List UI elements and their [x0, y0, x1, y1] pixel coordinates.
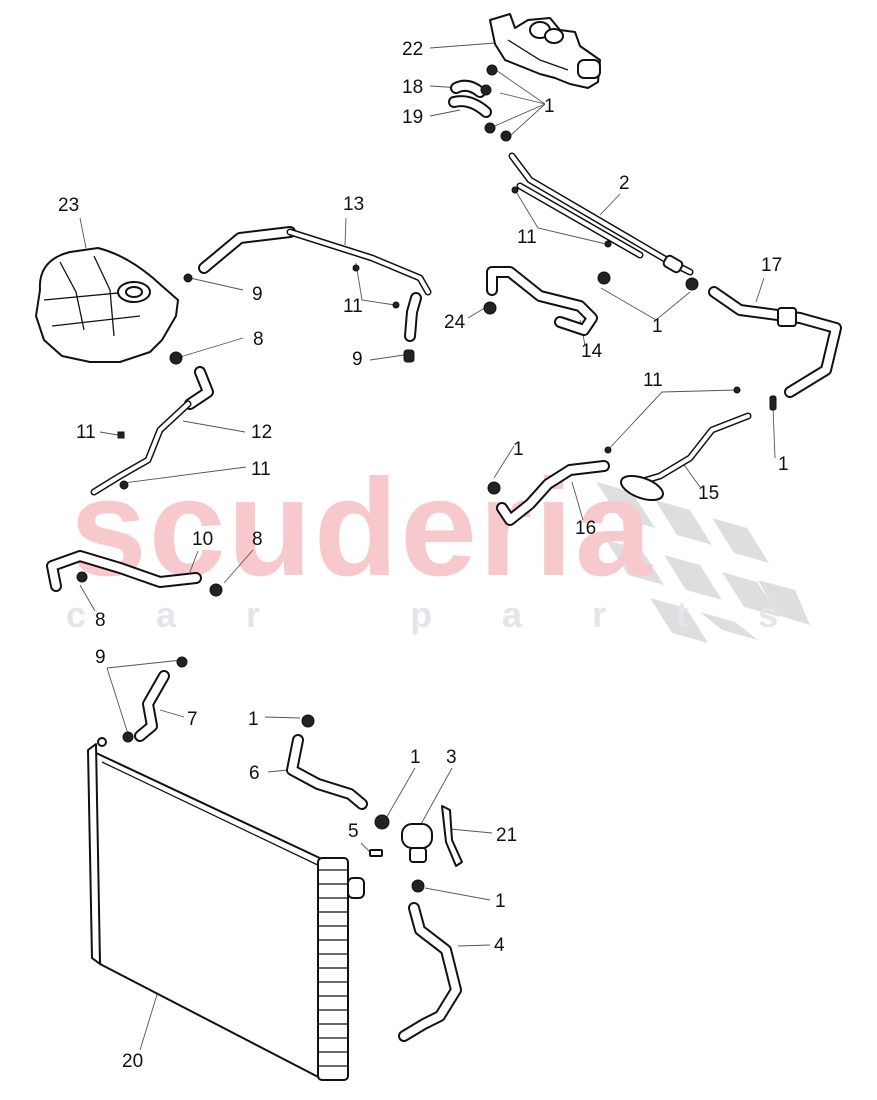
clamp-1-icon[interactable]: [480, 84, 492, 96]
part-7-hose[interactable]: [134, 670, 170, 742]
callout-1[interactable]: 1: [513, 439, 524, 460]
clamp-8-icon[interactable]: [76, 571, 88, 583]
nut-11-icon[interactable]: [604, 240, 612, 248]
part-23-expansion-tank[interactable]: [35, 247, 179, 363]
clamp-9-icon[interactable]: [122, 731, 134, 743]
leader-lines: [79, 41, 776, 1051]
nut-11-icon[interactable]: [392, 301, 400, 309]
callout-16[interactable]: 16: [575, 518, 596, 539]
callout-1[interactable]: 1: [410, 747, 421, 768]
part-2-coolant-pipe[interactable]: [508, 152, 694, 276]
part-13-vent-line[interactable]: [198, 226, 432, 342]
clamps-and-fasteners: [76, 64, 777, 893]
part-12-coolant-pipe[interactable]: [90, 366, 214, 496]
part-10-coolant-pipe[interactable]: [46, 550, 202, 592]
callout-24[interactable]: 24: [444, 312, 466, 333]
callout-10[interactable]: 10: [192, 529, 213, 550]
clamp-24-icon[interactable]: [483, 301, 497, 315]
part-18-hose[interactable]: [450, 79, 486, 98]
part-17-hose[interactable]: [708, 286, 842, 398]
part-4-hose[interactable]: [398, 902, 462, 1042]
part-19-hose[interactable]: [448, 95, 492, 118]
callout-23[interactable]: 23: [58, 195, 79, 216]
callout-7[interactable]: 7: [187, 709, 198, 730]
callout-13[interactable]: 13: [343, 194, 364, 215]
clamp-1-icon[interactable]: [685, 277, 699, 291]
callout-8[interactable]: 8: [252, 529, 263, 550]
clamp-1-icon[interactable]: [484, 122, 496, 134]
callout-5[interactable]: 5: [348, 821, 359, 842]
part-14-hose[interactable]: [486, 266, 598, 336]
callout-22[interactable]: 22: [402, 39, 423, 60]
nut-11-icon[interactable]: [604, 446, 612, 454]
callout-2[interactable]: 2: [619, 173, 630, 194]
callout-4[interactable]: 4: [494, 935, 505, 956]
part-15-coolant-pipe[interactable]: [618, 412, 752, 505]
callout-14[interactable]: 14: [581, 341, 603, 362]
nut-11-icon[interactable]: [352, 264, 360, 272]
callout-18[interactable]: 18: [402, 77, 423, 98]
clamp-1-icon[interactable]: [500, 130, 512, 142]
clamp-1-icon[interactable]: [374, 814, 390, 830]
callout-17[interactable]: 17: [761, 255, 782, 276]
part-16-hose[interactable]: [496, 460, 610, 526]
part-22-valve-housing[interactable]: [489, 13, 601, 89]
callout-1[interactable]: 1: [778, 454, 789, 475]
callout-9[interactable]: 9: [252, 284, 263, 305]
clamp-1-icon[interactable]: [486, 64, 498, 76]
callout-1[interactable]: 1: [544, 96, 555, 117]
callout-20[interactable]: 20: [122, 1051, 143, 1072]
clamp-1-icon[interactable]: [769, 395, 777, 411]
callout-11[interactable]: 11: [343, 296, 363, 317]
clamp-1-icon[interactable]: [301, 714, 315, 728]
clamp-8-icon[interactable]: [209, 583, 223, 597]
clamp-1-icon[interactable]: [597, 271, 611, 285]
nut-11-icon[interactable]: [733, 386, 741, 394]
callout-12[interactable]: 12: [251, 422, 272, 443]
callout-9[interactable]: 9: [95, 647, 106, 668]
clamp-8-icon[interactable]: [169, 351, 183, 365]
callout-labels: 22 18 19 1 2 23 13 11 17 9 11 24 1 14 8 …: [58, 39, 789, 1072]
clamp-9-icon[interactable]: [176, 656, 188, 668]
callout-1[interactable]: 1: [652, 316, 663, 337]
callout-3[interactable]: 3: [446, 747, 457, 768]
callout-6[interactable]: 6: [249, 763, 260, 784]
part-20-radiator[interactable]: [87, 737, 365, 1081]
watermark-tagline: c a r p a r t s: [66, 594, 808, 635]
callout-8[interactable]: 8: [253, 329, 264, 350]
nut-11-icon[interactable]: [511, 186, 519, 194]
callout-11[interactable]: 11: [643, 370, 663, 391]
callout-11[interactable]: 11: [76, 422, 96, 443]
watermark: scuderia c a r p a r t s: [66, 451, 810, 643]
callout-1[interactable]: 1: [248, 709, 259, 730]
part-21-bracket[interactable]: [441, 805, 463, 867]
part-5-bolt[interactable]: [369, 849, 383, 857]
nut-11-icon[interactable]: [119, 480, 129, 490]
callout-19[interactable]: 19: [402, 107, 423, 128]
nut-11-icon[interactable]: [117, 431, 125, 439]
callout-15[interactable]: 15: [698, 483, 719, 504]
callout-21[interactable]: 21: [496, 825, 517, 846]
plug-9-icon[interactable]: [403, 349, 415, 363]
part-3-auxiliary-water-pump[interactable]: [401, 823, 433, 863]
checker-flag-watermark: [596, 482, 810, 643]
part-6-hose[interactable]: [286, 734, 368, 810]
callout-11[interactable]: 11: [517, 227, 537, 248]
clamp-9-icon[interactable]: [183, 273, 193, 283]
callout-1[interactable]: 1: [495, 891, 506, 912]
callout-9[interactable]: 9: [352, 349, 363, 370]
clamp-1-icon[interactable]: [411, 879, 425, 893]
callout-11[interactable]: 11: [251, 459, 271, 480]
callout-8[interactable]: 8: [95, 610, 106, 631]
clamp-1-icon[interactable]: [487, 481, 501, 495]
